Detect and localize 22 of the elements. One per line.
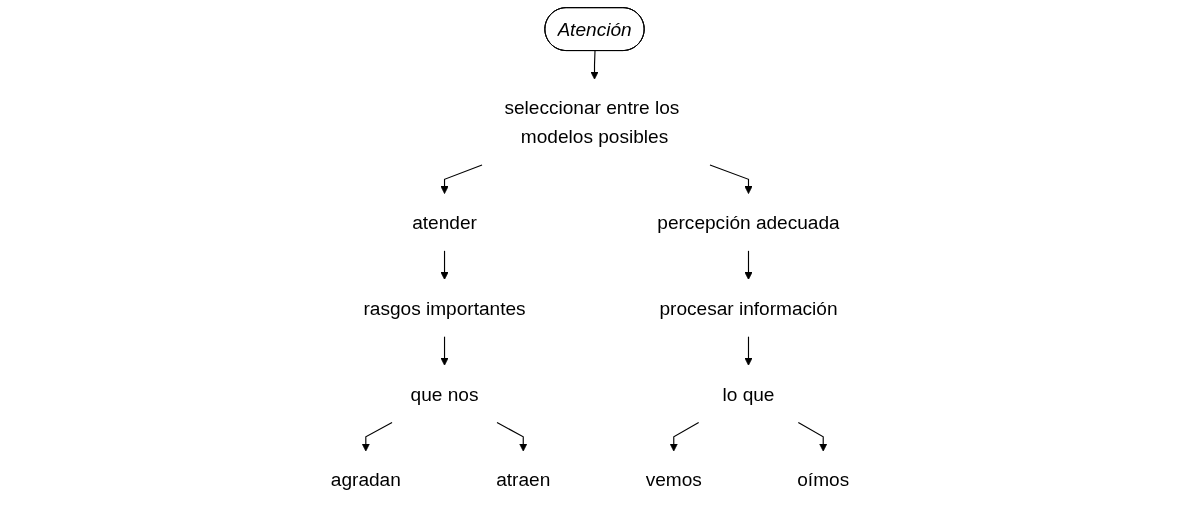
node-text: atender: [412, 211, 477, 233]
arrow: [590, 50, 599, 80]
arrow: [440, 336, 449, 366]
arrow: [797, 421, 828, 452]
arrow: [496, 421, 528, 452]
arrow: [440, 250, 449, 280]
node-text: agradan: [330, 469, 401, 491]
node-text: lo que: [722, 383, 775, 405]
arrow: [669, 421, 700, 452]
node-text: atraen: [496, 469, 551, 491]
arrow: [440, 164, 483, 194]
arrow: [744, 250, 753, 280]
node-text: seleccionar entre los modelos posibles: [504, 97, 680, 147]
node-text: que nos: [410, 383, 479, 405]
arrow: [744, 336, 753, 366]
node-text: percepción adecuada: [657, 211, 840, 233]
node-text: oímos: [797, 469, 850, 491]
node-text: procesar información: [659, 297, 838, 319]
node-text: rasgos importantes: [363, 297, 526, 319]
arrow: [709, 164, 753, 194]
arrow: [361, 421, 393, 452]
node-text: vemos: [645, 469, 702, 491]
